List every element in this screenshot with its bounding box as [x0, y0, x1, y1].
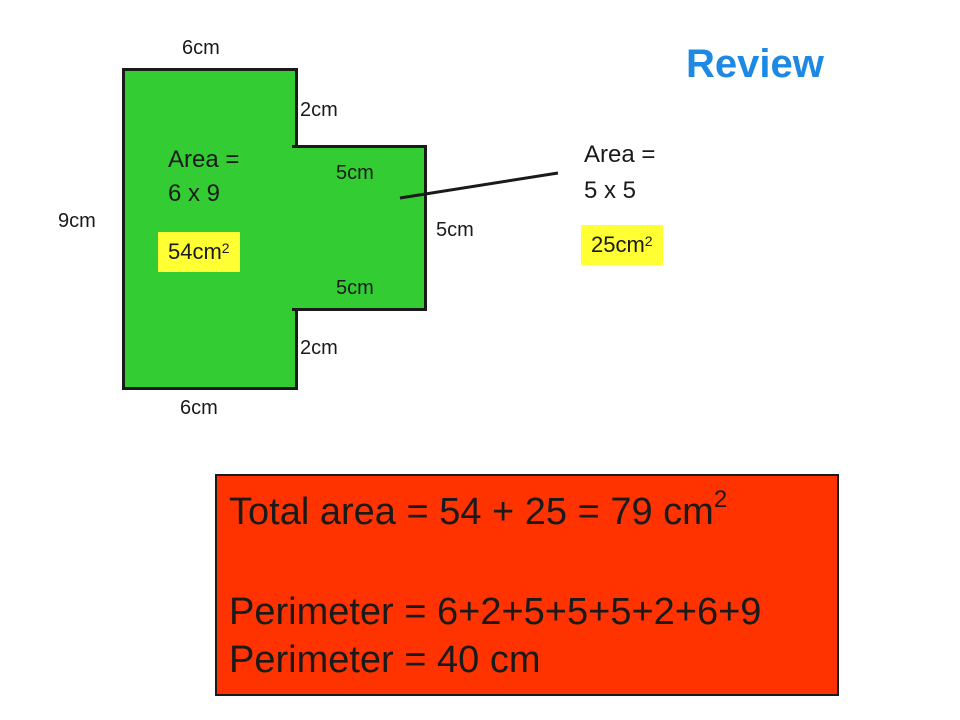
- big-area-exponent: 2: [221, 240, 230, 256]
- upper-step-dimension: 2cm: [300, 99, 338, 121]
- lower-step-dimension: 2cm: [300, 337, 338, 359]
- total-area-exponent: 2: [713, 486, 728, 513]
- big-left-dimension: 9cm: [58, 210, 96, 232]
- square-top-dimension: 5cm: [336, 162, 374, 184]
- page-title: Review: [686, 42, 824, 86]
- perimeter-sum-line: Perimeter = 6+2+5+5+5+2+6+9: [229, 591, 762, 633]
- big-area-value: 54cm: [168, 239, 222, 264]
- square-bottom-dimension: 5cm: [336, 277, 374, 299]
- big-bottom-dimension: 6cm: [180, 397, 218, 419]
- total-area-line: Total area = 54 + 25 = 79 cm2: [229, 486, 727, 534]
- summary-box: Total area = 54 + 25 = 79 cm2 Perimeter …: [215, 474, 839, 696]
- large-rectangle: [122, 68, 298, 390]
- square-area-formula-line2: 5 x 5: [584, 177, 637, 204]
- square-right-dimension: 5cm: [436, 219, 474, 241]
- total-area-text: Total area = 54 + 25 = 79 cm: [229, 491, 714, 533]
- square-area-value: 25cm: [591, 232, 645, 257]
- big-area-formula-line1: Area =: [168, 146, 240, 173]
- square-area-exponent: 2: [644, 233, 653, 249]
- square-area-result: 25cm2: [581, 225, 663, 265]
- big-area-result: 54cm2: [158, 232, 240, 272]
- perimeter-result-line: Perimeter = 40 cm: [229, 639, 541, 681]
- square-area-formula-line1: Area =: [584, 141, 656, 168]
- big-area-formula-line2: 6 x 9: [168, 180, 221, 207]
- big-top-dimension: 6cm: [182, 37, 220, 59]
